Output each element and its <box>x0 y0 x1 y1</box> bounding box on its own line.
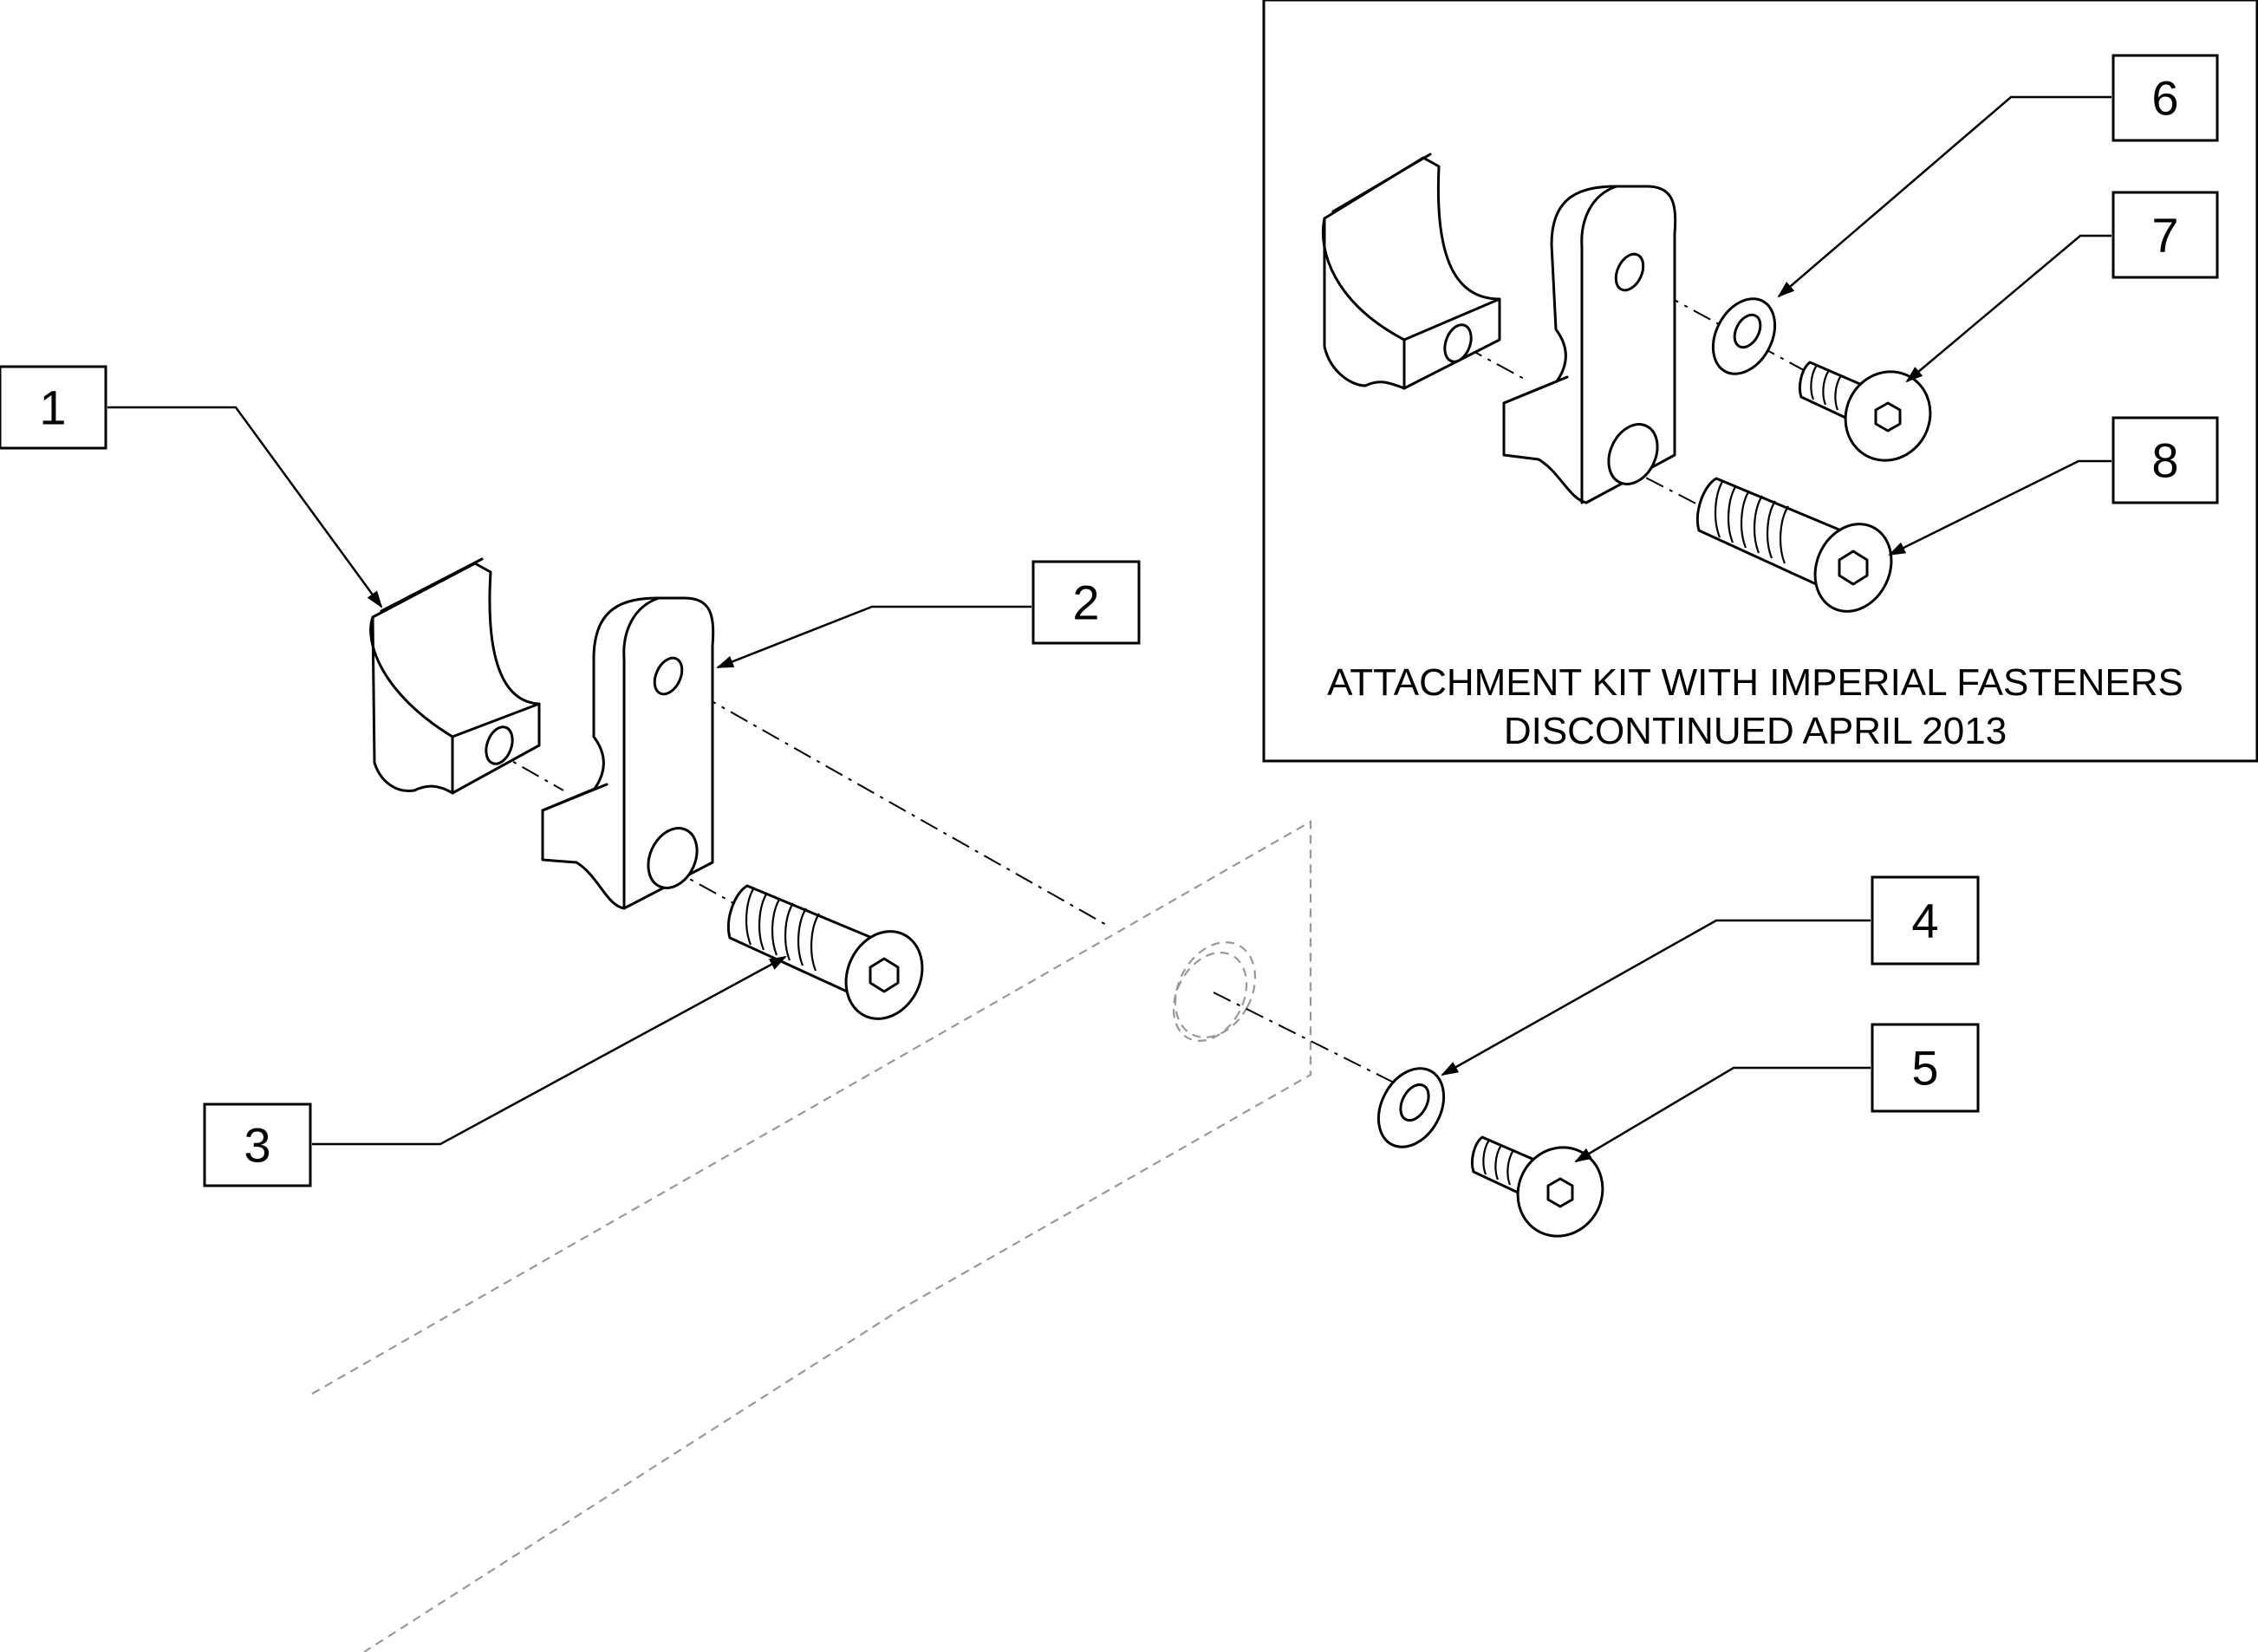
callout-3-label: 3 <box>244 1118 270 1173</box>
inset-note-line-1: ATTACHMENT KIT WITH IMPERIAL FASTENERS <box>1327 661 2183 704</box>
part-3-cap-screw <box>726 884 924 1020</box>
part-2-bracket <box>541 596 715 910</box>
callout-5: 5 <box>1574 1023 1980 1163</box>
phantom-mounting-plate <box>311 820 1312 1652</box>
inset-bracket <box>1502 185 1677 504</box>
callout-7: 7 <box>1905 191 2219 383</box>
callout-6: 6 <box>1777 54 2219 298</box>
part-1-clamp-block <box>369 557 541 795</box>
inset-imperial-kit: 6 7 8 ATTACHMENT KIT WITH IMPERIAL FASTE… <box>1262 0 2258 763</box>
inset-note-line-2: DISCONTINUED APRIL 2013 <box>1504 710 2007 752</box>
callout-4-label: 4 <box>1911 894 1938 948</box>
callout-2: 2 <box>716 560 1141 669</box>
callout-8-label: 8 <box>2151 433 2178 488</box>
callout-1-label: 1 <box>39 380 66 435</box>
callout-8: 8 <box>1888 416 2219 556</box>
callout-1: 1 <box>0 365 383 608</box>
part-5-button-screw <box>1470 1135 1604 1238</box>
inset-frame <box>1262 0 2258 763</box>
callout-2-label: 2 <box>1072 576 1099 630</box>
inset-part-7-button-screw <box>1798 361 1932 462</box>
inset-part-6-washer <box>1711 297 1777 375</box>
callout-4: 4 <box>1441 875 1980 1076</box>
inset-clamp-block <box>1321 153 1501 390</box>
part-4-washer <box>1376 1067 1446 1148</box>
callout-5-label: 5 <box>1911 1041 1938 1096</box>
callout-6-label: 6 <box>2151 71 2178 126</box>
callout-3: 3 <box>203 955 787 1187</box>
callout-7-label: 7 <box>2151 208 2178 263</box>
inset-part-8-cap-screw <box>1695 477 1893 613</box>
